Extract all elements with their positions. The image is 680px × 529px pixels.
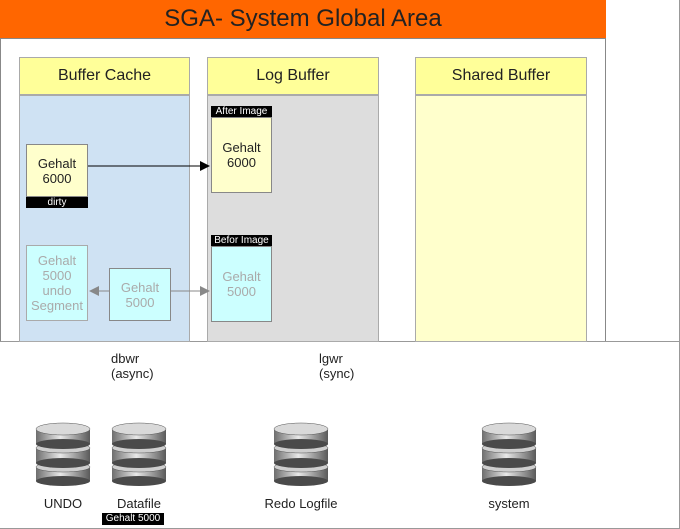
redo-logfile-database-icon — [273, 422, 329, 486]
after-image-tag: After Image — [211, 106, 272, 117]
lgwr-name: lgwr — [319, 351, 343, 366]
old-value-line1: Gehalt — [120, 279, 160, 295]
shared-buffer-header: Shared Buffer — [415, 57, 587, 95]
dirty-tag: dirty — [26, 197, 88, 208]
dbwr-name: dbwr — [111, 351, 140, 366]
system-label: system — [488, 496, 530, 511]
after-image-line2: 6000 — [227, 155, 256, 170]
dirty-block-line2: 6000 — [42, 170, 72, 186]
dirty-block-line1: Gehalt — [37, 155, 77, 171]
datafile-label: Datafile — [116, 496, 162, 511]
lgwr-mode: (sync) — [319, 366, 355, 381]
undo-segment-line1: Gehalt — [37, 253, 77, 268]
system-database-icon — [481, 422, 537, 486]
datafile-database-icon — [111, 422, 167, 486]
undo-database-icon — [35, 422, 91, 486]
undo-segment-line3: undo — [42, 283, 72, 298]
undo-segment-block: Gehalt 5000 undo Segment — [26, 245, 88, 321]
before-image-line2: 5000 — [227, 284, 256, 299]
before-image-tag: Befor Image — [211, 235, 272, 246]
old-value-line2: 5000 — [125, 294, 155, 310]
datafile-tag: Gehalt 5000 — [102, 513, 164, 525]
shared-buffer-area — [415, 95, 587, 342]
before-image-block: Gehalt 5000 — [211, 246, 272, 322]
dirty-block: Gehalt 6000 — [26, 144, 88, 197]
before-image-line1: Gehalt — [222, 269, 261, 284]
undo-segment-line2: 5000 — [42, 268, 72, 283]
diagram-title: SGA- System Global Area — [0, 0, 606, 39]
after-image-block: Gehalt 6000 — [211, 117, 272, 193]
after-image-line1: Gehalt — [222, 140, 261, 155]
undo-segment-line4: Segment — [30, 298, 84, 313]
dbwr-mode: (async) — [111, 366, 154, 381]
lgwr-caption: lgwr (sync) — [319, 351, 354, 381]
log-buffer-header: Log Buffer — [207, 57, 379, 95]
redo-logfile-label: Redo Logfile — [264, 496, 338, 511]
dbwr-caption: dbwr (async) — [111, 351, 154, 381]
undo-label: UNDO — [43, 496, 83, 511]
buffer-cache-header: Buffer Cache — [19, 57, 190, 95]
old-value-block: Gehalt 5000 — [109, 268, 171, 321]
